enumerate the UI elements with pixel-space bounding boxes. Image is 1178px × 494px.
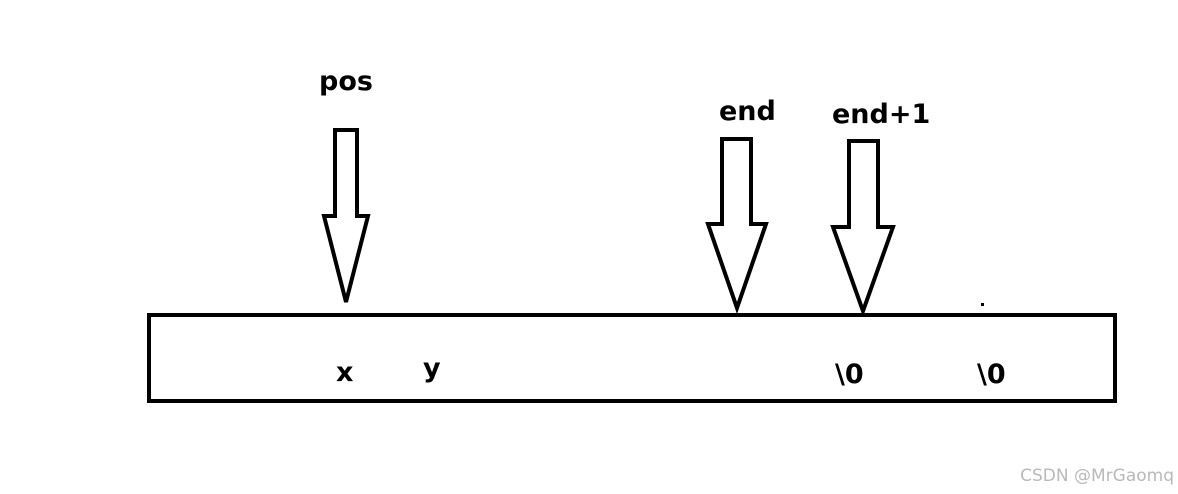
pointer-label-end: end	[719, 96, 776, 127]
end-arrow	[705, 137, 769, 315]
pointer-label-pos: pos	[319, 66, 373, 97]
csdn-watermark: CSDN @MrGaomq	[1020, 466, 1174, 486]
pos-arrow	[321, 128, 371, 303]
buffer-cell-x: x	[336, 357, 354, 388]
buffer-cell-y: y	[423, 353, 441, 384]
end-plus-1-arrow	[830, 139, 896, 317]
buffer-cell-null-terminator: \0	[835, 359, 864, 390]
stray-dot	[981, 303, 984, 306]
buffer-cell-null-terminator-2: \0	[977, 359, 1006, 390]
buffer-box	[147, 313, 1117, 403]
pointer-label-end-plus-1: end+1	[832, 99, 931, 130]
